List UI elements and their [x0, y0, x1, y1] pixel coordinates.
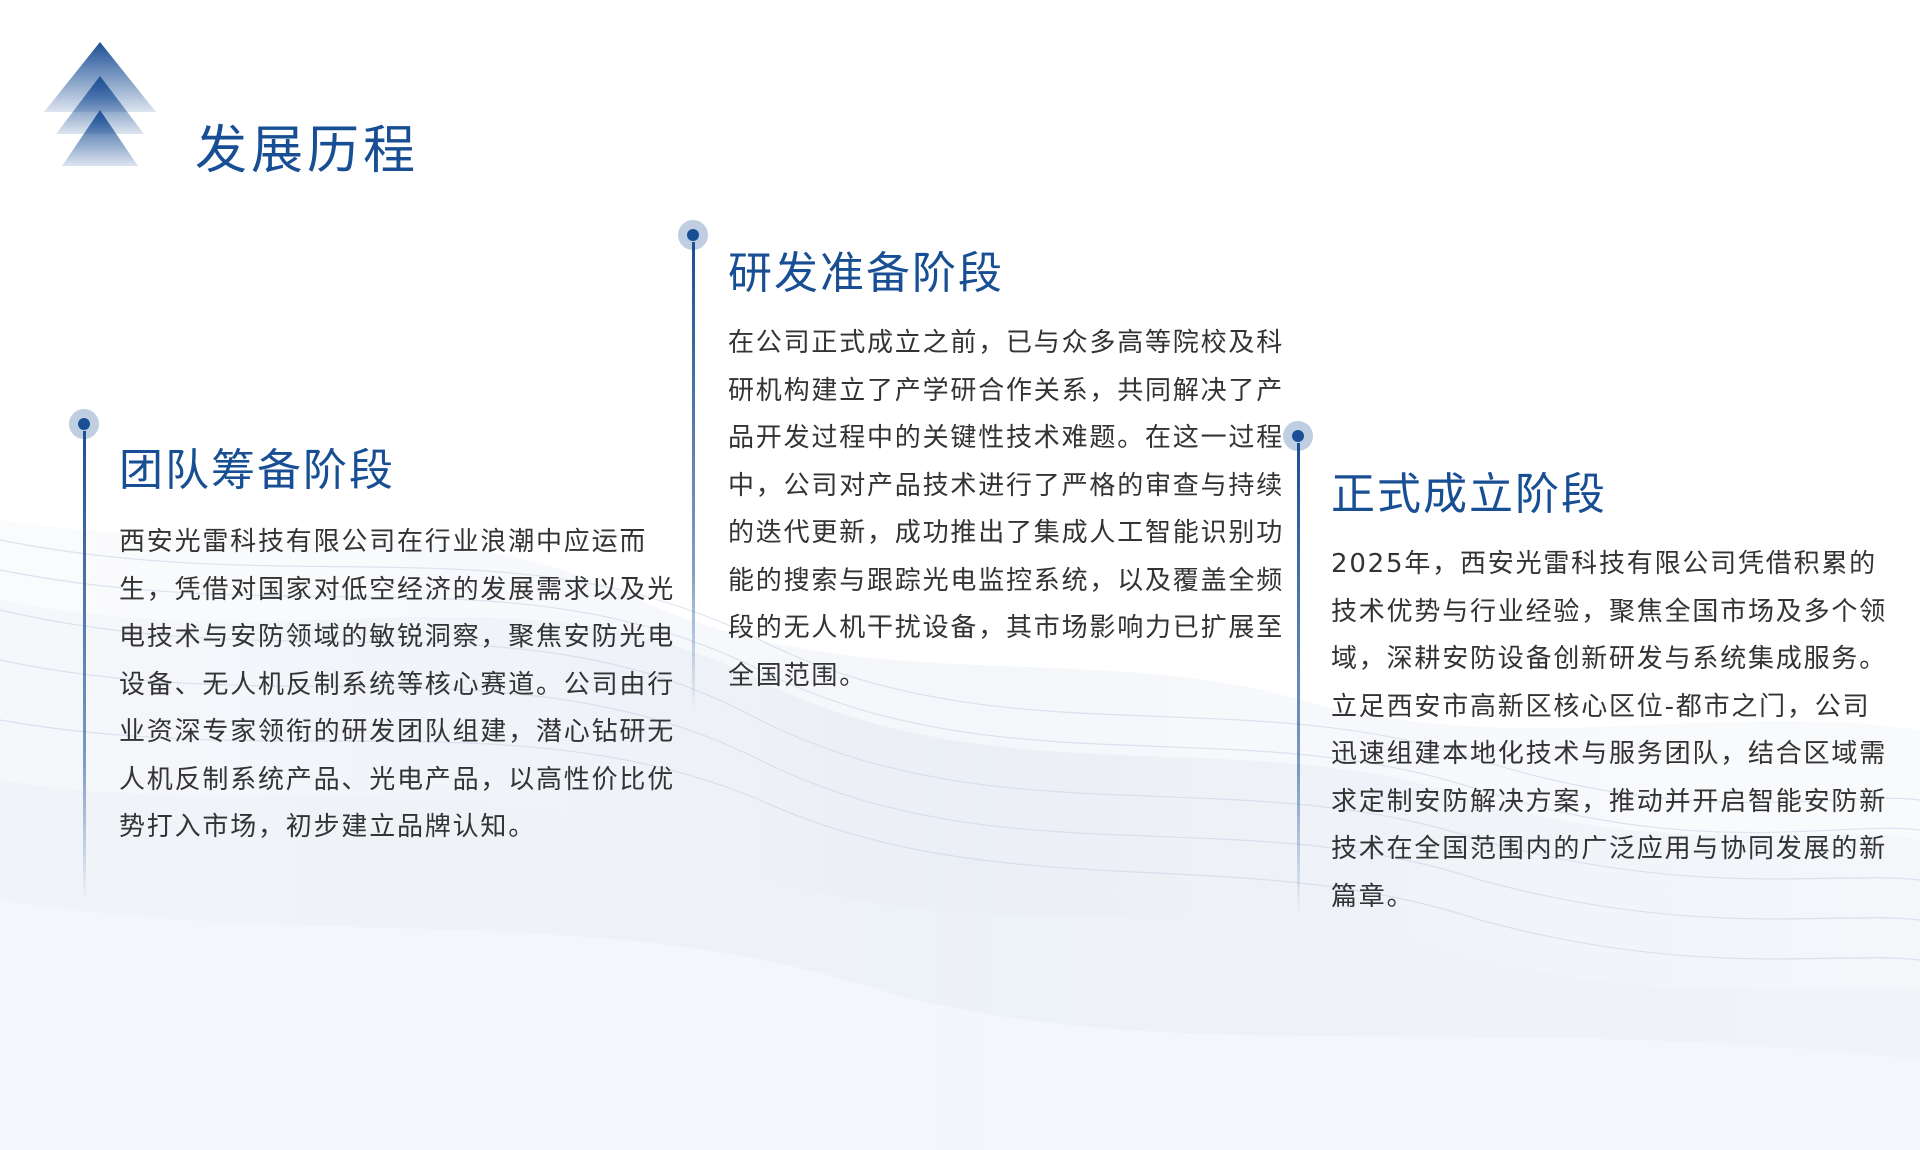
timeline-line — [692, 242, 695, 712]
page-title: 发展历程 — [195, 121, 420, 181]
stage-description: 西安光雷科技有限公司在行业浪潮中应运而生，凭借对国家对低空经济的发展需求以及光电… — [119, 527, 676, 842]
timeline-dot-icon — [1283, 421, 1313, 451]
chevron-up-logo-icon — [44, 42, 156, 166]
timeline-stage-team: 团队筹备阶段 西安光雷科技有限公司在行业浪潮中应运而生，凭借对国家对低空经济的发… — [69, 409, 689, 909]
timeline-stage-founded: 正式成立阶段 2025年，西安光雷科技有限公司凭借积累的技术优势与行业经验，聚焦… — [1283, 421, 1903, 921]
timeline-line — [83, 431, 86, 901]
stage-heading: 团队筹备阶段 — [119, 445, 395, 496]
timeline-line — [1297, 443, 1300, 913]
timeline-stage-rnd: 研发准备阶段 在公司正式成立之前，已与众多高等院校及科研机构建立了产学研合作关系… — [678, 220, 1298, 720]
stage-heading: 研发准备阶段 — [728, 248, 1004, 299]
stage-description: 在公司正式成立之前，已与众多高等院校及科研机构建立了产学研合作关系，共同解决了产… — [728, 328, 1285, 691]
timeline-dot-icon — [69, 409, 99, 439]
stage-heading: 正式成立阶段 — [1331, 469, 1607, 520]
timeline-dot-icon — [678, 220, 708, 250]
stage-description: 2025年，西安光雷科技有限公司凭借积累的技术优势与行业经验，聚焦全国市场及多个… — [1331, 549, 1888, 912]
